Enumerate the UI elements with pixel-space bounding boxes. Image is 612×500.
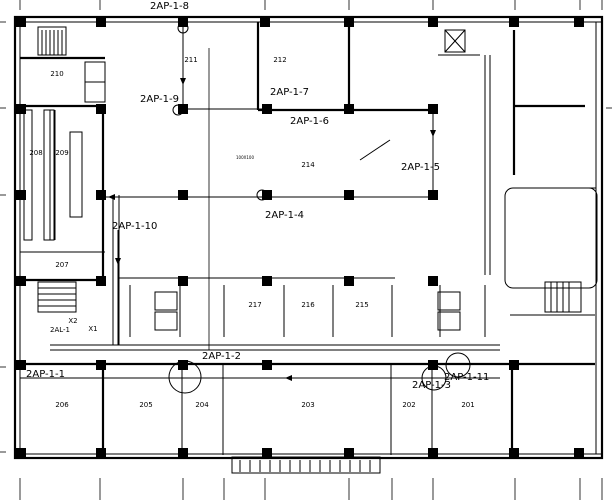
panel-2ap-1-4: 2AP-1-4	[265, 210, 304, 221]
room-labels: 210 208 209 211 212 214 207 217 216 215 …	[29, 56, 474, 409]
panel-2ap-1-6: 2AP-1-6	[290, 116, 329, 127]
panel-2al-1: 2AL-1	[50, 326, 70, 334]
room-211: 211	[184, 56, 197, 64]
panel-2ap-1-2: 2AP-1-2	[202, 351, 241, 362]
panel-x1: X1	[88, 325, 97, 333]
elevators	[84, 29, 466, 331]
exterior-walls	[13, 15, 604, 460]
room-210: 210	[50, 70, 63, 78]
stairs	[23, 26, 582, 474]
room-206: 206	[55, 401, 69, 409]
panel-2ap-1-3: 2AP-1-3	[412, 380, 451, 391]
room-204: 204	[195, 401, 209, 409]
room-215: 215	[355, 301, 368, 309]
panel-2ap-1-10: 2AP-1-10	[112, 221, 157, 232]
panel-labels: 2AP-1-8 2AP-1-9 2AP-1-7 2AP-1-6 2AP-1-5 …	[26, 1, 489, 391]
room-209: 209	[55, 149, 68, 157]
panel-2ap-1-11: 2AP-1-11	[444, 372, 489, 383]
room-203: 203	[301, 401, 314, 409]
room-207: 207	[55, 261, 68, 269]
cable-tray-label: 100X100	[236, 155, 254, 160]
room-202: 202	[402, 401, 415, 409]
room-216: 216	[301, 301, 315, 309]
structural-columns	[16, 17, 584, 458]
room-214: 214	[301, 161, 315, 169]
panel-x2: X2	[68, 317, 77, 325]
room-208: 208	[29, 149, 42, 157]
room-217: 217	[248, 301, 261, 309]
room-212: 212	[273, 56, 286, 64]
room-205: 205	[139, 401, 152, 409]
panel-2ap-1-9: 2AP-1-9	[140, 94, 179, 105]
panel-2ap-1-1: 2AP-1-1	[26, 369, 65, 380]
panel-2ap-1-8: 2AP-1-8	[150, 1, 189, 12]
cable-routes	[20, 22, 500, 394]
panel-2ap-1-7: 2AP-1-7	[270, 87, 309, 98]
room-201: 201	[461, 401, 474, 409]
panel-2ap-1-5: 2AP-1-5	[401, 162, 440, 173]
